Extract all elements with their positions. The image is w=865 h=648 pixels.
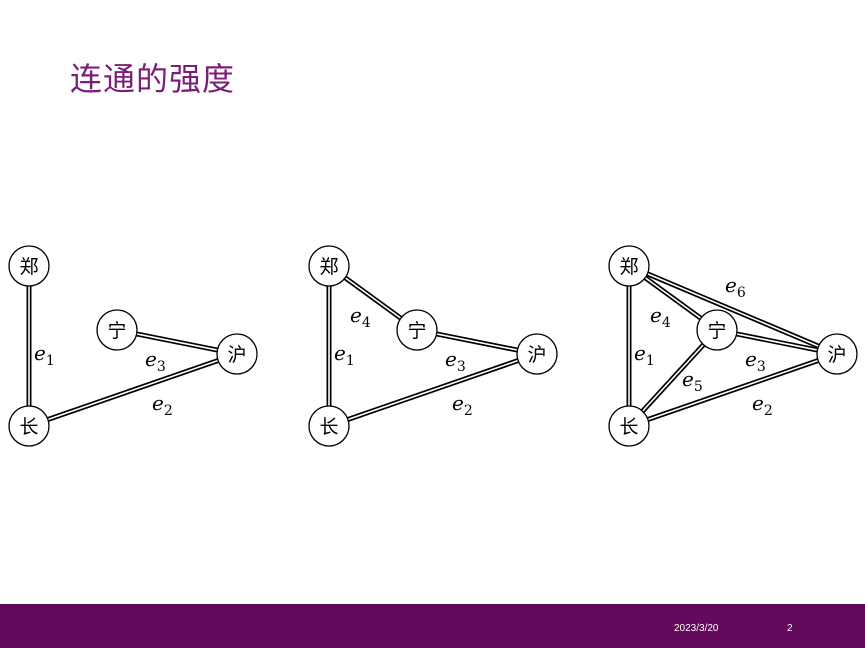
edge-e2-inner-d3 — [647, 359, 819, 421]
edge-label-e4-d2: e4 — [350, 303, 371, 331]
node-zheng-label-d2: 郑 — [319, 256, 338, 278]
edge-e4-inner-d2 — [344, 277, 402, 319]
node-hu-circle-d2 — [516, 333, 558, 375]
node-zheng-circle-d2 — [308, 245, 350, 287]
node-zheng-circle-d3 — [608, 245, 650, 287]
node-hu-label-d2: 沪 — [527, 344, 546, 366]
edge-e3-inner-d1 — [136, 333, 218, 351]
node-chang-circle-d1 — [8, 405, 50, 447]
edge-e4-inner-d3 — [644, 277, 702, 319]
edge-label-e3-d3: e3 — [745, 347, 766, 375]
edge-label-e1-d1: e1 — [34, 341, 55, 369]
node-ning-label-d3: 宁 — [707, 320, 726, 342]
footer-bar: 2023/3/20 2 — [0, 604, 865, 648]
node-ning-label-d1: 宁 — [107, 320, 126, 342]
node-hu-circle-d3 — [816, 333, 858, 375]
node-chang-label-d2: 长 — [319, 416, 338, 438]
edge-label-e4-d3: e4 — [650, 303, 671, 331]
node-ning-circle-d1 — [96, 309, 138, 351]
edge-label-e1-d2: e1 — [334, 341, 355, 369]
edge-label-e2-d1: e2 — [152, 391, 173, 419]
node-chang-label-d3: 长 — [619, 416, 638, 438]
node-chang-circle-d2 — [308, 405, 350, 447]
edge-label-e1-d3: e1 — [634, 341, 655, 369]
edge-e3-inner-d3 — [736, 333, 818, 351]
edge-label-e2-d3: e2 — [752, 391, 773, 419]
edge-e3-inner-d2 — [436, 333, 518, 351]
node-hu-circle-d1 — [216, 333, 258, 375]
node-zheng-circle-d1 — [8, 245, 50, 287]
edge-label-e3-d1: e3 — [145, 347, 166, 375]
edge-e6-inner-d3 — [647, 273, 819, 347]
node-chang-circle-d3 — [608, 405, 650, 447]
edge-e2-inner-d2 — [347, 359, 519, 421]
edge-label-e5-d3: e5 — [682, 367, 703, 395]
slide-title: 连通的强度 — [70, 60, 236, 98]
edge-e5-inner-d3 — [641, 344, 705, 412]
edge-e2-inner-d1 — [47, 359, 219, 421]
node-zheng-label-d1: 郑 — [19, 256, 38, 278]
node-ning-label-d2: 宁 — [407, 320, 426, 342]
node-ning-circle-d2 — [396, 309, 438, 351]
edge-label-e3-d2: e3 — [445, 347, 466, 375]
slide-page-number: 2 — [787, 623, 793, 634]
node-hu-label-d3: 沪 — [827, 344, 846, 366]
edge-label-e6-d3: e6 — [725, 273, 746, 301]
slide-date: 2023/3/20 — [674, 623, 719, 634]
node-hu-label-d1: 沪 — [227, 344, 246, 366]
edge-label-e2-d2: e2 — [452, 391, 473, 419]
node-zheng-label-d3: 郑 — [619, 256, 638, 278]
node-chang-label-d1: 长 — [19, 416, 38, 438]
node-ning-circle-d3 — [696, 309, 738, 351]
